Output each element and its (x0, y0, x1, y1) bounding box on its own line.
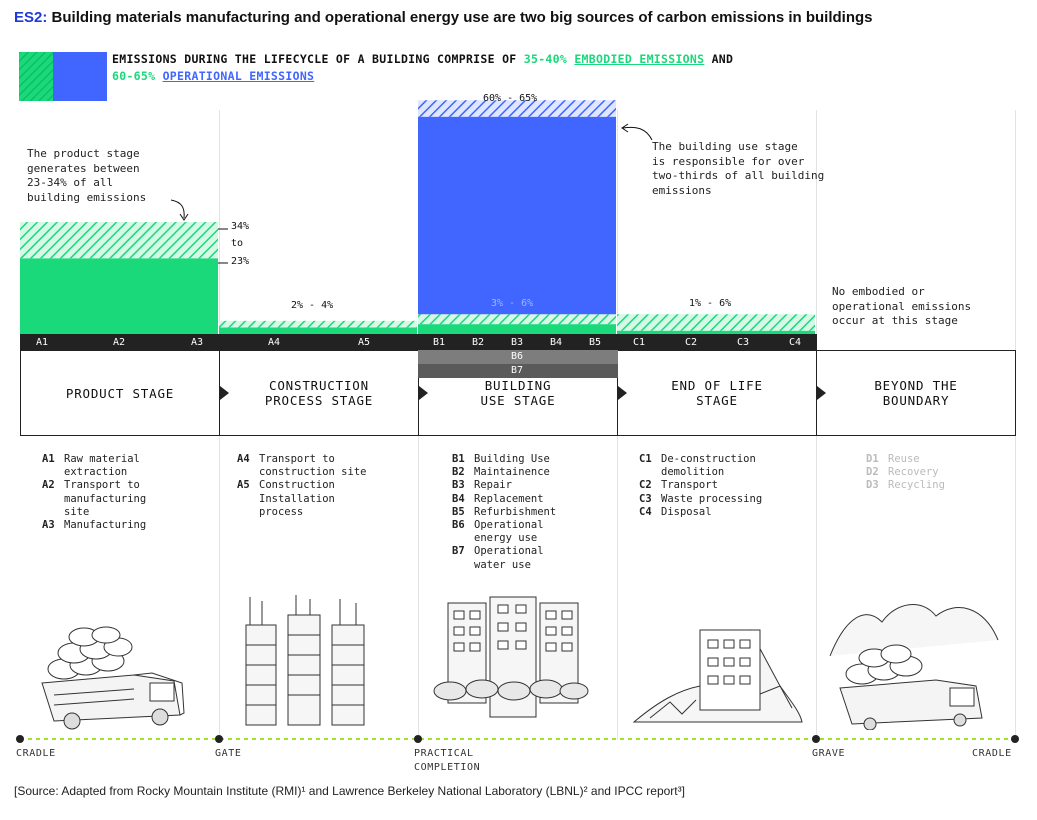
timeline-dot (414, 735, 422, 743)
band-code-b6: B6 (511, 351, 524, 362)
truck-illustration (41, 626, 185, 730)
end-bar-solid (617, 330, 815, 334)
title-text: Building materials manufacturing and ope… (51, 9, 873, 26)
stage-construction: CONSTRUCTION PROCESS STAGE (219, 350, 419, 436)
page-title: ES2: Building materials manufacturing an… (14, 9, 873, 26)
milestone-label: CRADLE (972, 748, 1012, 759)
band-code-b7: B7 (511, 365, 524, 376)
beyond-annotation: No embodied or operational emissions occ… (832, 285, 972, 327)
band-code: B1 (433, 337, 446, 348)
band-code: B4 (550, 337, 563, 348)
band-code: C3 (737, 337, 750, 348)
b7-row (418, 364, 618, 378)
b6-row (418, 350, 618, 364)
band-code: C2 (685, 337, 698, 348)
chart-subtitle: EMISSIONS DURING THE LIFECYCLE OF A BUIL… (112, 51, 733, 85)
lifecycle-timeline (16, 735, 1019, 743)
milestone-label: PRACTICAL COMPLETION (414, 748, 481, 773)
code-band (20, 334, 817, 350)
milestone-label: GRAVE (812, 748, 846, 759)
use-operational-bar-range (418, 100, 616, 117)
band-code: C4 (789, 337, 802, 348)
subtitle-operational-label: OPERATIONAL EMISSIONS (162, 69, 315, 83)
band-code: B3 (511, 337, 524, 348)
product-high-label: 34% (231, 221, 250, 232)
end-pct-label: 1% - 6% (689, 298, 732, 309)
stage-product: PRODUCT STAGE (20, 350, 220, 436)
product-low-label: 23% (231, 256, 250, 267)
title-code: ES2: (14, 9, 48, 26)
demolition-illustration (632, 629, 803, 723)
band-code: B2 (472, 337, 485, 348)
product-range-ticks (218, 228, 228, 264)
product-mid-label: to (231, 238, 244, 249)
building-illustration (433, 596, 589, 718)
milestone-label: GATE (215, 748, 242, 759)
use-operational-bar-solid (418, 116, 616, 315)
stage-beyond-label: BEYOND THE BOUNDARY (874, 378, 958, 408)
milestone-label: CRADLE (16, 748, 56, 759)
product-annotation-arrow (170, 199, 189, 221)
construction-illustration (245, 595, 365, 726)
subtitle-embodied-pct: 35-40% (523, 52, 568, 66)
subtitle-embodied-label: EMBODIED EMISSIONS (574, 52, 705, 66)
construction-pct-label: 2% - 4% (291, 300, 334, 311)
source-note: [Source: Adapted from Rocky Mountain Ins… (14, 784, 685, 798)
emissions-bars (20, 100, 815, 334)
product-annotation: The product stage generates between 23-3… (27, 147, 147, 204)
recycling-illustration (829, 604, 999, 730)
legend-swatch (19, 52, 107, 101)
use-annotation-arrow (621, 123, 653, 141)
band-code: A2 (113, 337, 126, 348)
flow-arrow-icon (618, 386, 627, 400)
band-code: B5 (589, 337, 602, 348)
timeline-dot (1011, 735, 1019, 743)
subtitle-part1: EMISSIONS DURING THE LIFECYCLE OF A BUIL… (112, 52, 524, 66)
stage-end-label: END OF LIFE STAGE (671, 378, 763, 408)
use-embodied-bar-range (418, 314, 616, 325)
flow-arrow-icon (419, 386, 428, 400)
band-code: A5 (358, 337, 371, 348)
subtitle-and: AND (704, 52, 734, 66)
flow-arrow-icon (220, 386, 229, 400)
timeline-dot (16, 735, 24, 743)
timeline-dot (812, 735, 820, 743)
product-bar-range (20, 222, 218, 259)
stage-construction-label: CONSTRUCTION PROCESS STAGE (264, 378, 374, 408)
subtitle-operational-pct: 60-65% (112, 69, 156, 83)
operational-swatch (53, 52, 107, 101)
use-embodied-pct-label: 3% - 6% (491, 298, 534, 309)
flow-arrow-icon (817, 386, 826, 400)
end-bar-range (617, 314, 815, 331)
product-bar-solid (20, 258, 218, 334)
embodied-swatch (19, 52, 53, 101)
band-code: A1 (36, 337, 49, 348)
construction-bar-solid (219, 327, 417, 334)
stage-use-label: BUILDING USE STAGE (480, 378, 556, 408)
band-code: A3 (191, 337, 204, 348)
band-code: A4 (268, 337, 281, 348)
stage-beyond: BEYOND THE BOUNDARY (816, 350, 1016, 436)
operational-pct-label: 60% - 65% (483, 93, 538, 104)
use-annotation: The building use stage is responsible fo… (652, 140, 825, 197)
use-embodied-bar-solid (418, 324, 616, 334)
stage-end: END OF LIFE STAGE (617, 350, 817, 436)
band-code: C1 (633, 337, 646, 348)
construction-bar-range (219, 320, 417, 328)
timeline-dot (215, 735, 223, 743)
stage-product-label: PRODUCT STAGE (65, 385, 175, 401)
